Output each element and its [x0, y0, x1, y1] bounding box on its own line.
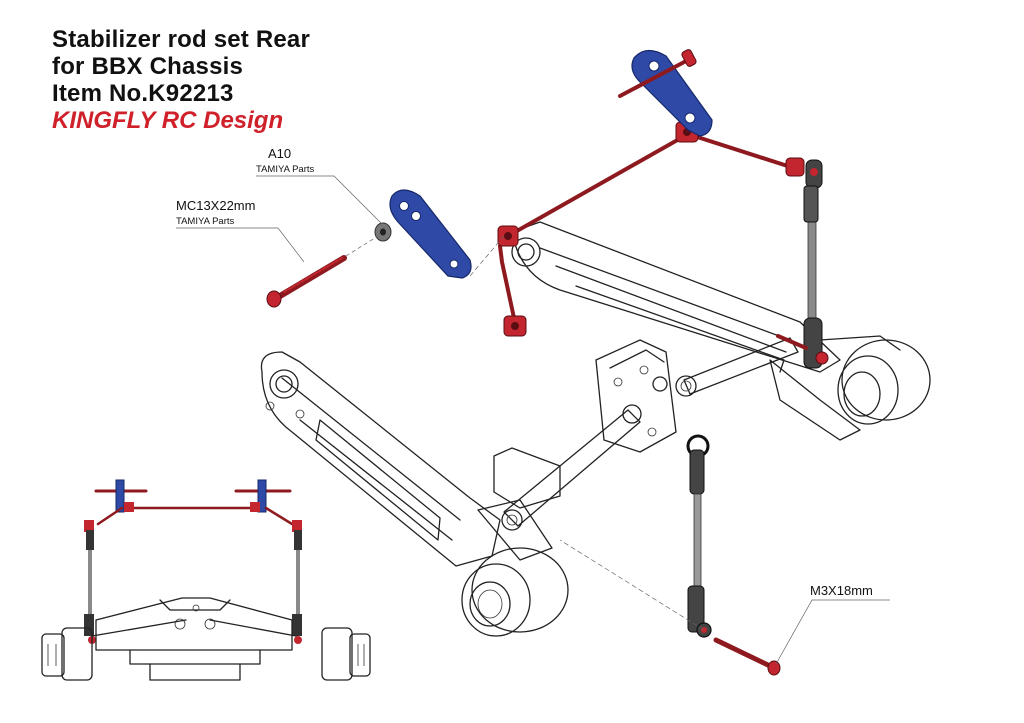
title-line-1: Stabilizer rod set Rear	[52, 26, 311, 53]
inset-assembled-view	[41, 479, 371, 681]
screw-mc13x22	[266, 235, 379, 308]
chassis-frame	[260, 221, 931, 637]
callout-washer-source: TAMIYA Parts	[256, 164, 314, 175]
callout-screw-long-part: MC13X22mm	[176, 198, 255, 213]
rod-stopper-1	[497, 225, 519, 247]
screw-m3x18	[559, 539, 781, 676]
rod-stopper-3	[785, 157, 805, 177]
title-line-3: Item No.K92213	[52, 80, 234, 107]
stabilizer-arm-exploded	[389, 189, 472, 279]
title-line-2: for BBX Chassis	[52, 53, 244, 80]
stabilizer-arm-installed	[618, 49, 713, 137]
washer-a10	[374, 222, 392, 242]
callout-screw-short-part: M3X18mm	[810, 583, 873, 598]
brand-name: KINGFLY RC Design	[52, 107, 284, 134]
rod-stopper-4	[503, 315, 527, 337]
callout-screw-long: MC13X22mm TAMIYA Parts	[176, 198, 305, 263]
callout-screw-short: M3X18mm	[775, 583, 890, 665]
callout-washer: A10 TAMIYA Parts	[256, 146, 383, 225]
link-rod-installed	[776, 159, 829, 369]
stabilizer-rod	[497, 121, 805, 337]
callout-washer-part: A10	[268, 146, 291, 161]
callout-screw-long-source: TAMIYA Parts	[176, 216, 234, 227]
title-block: Stabilizer rod set Rear for BBX Chassis …	[52, 26, 310, 134]
link-rod-exploded	[686, 434, 712, 638]
